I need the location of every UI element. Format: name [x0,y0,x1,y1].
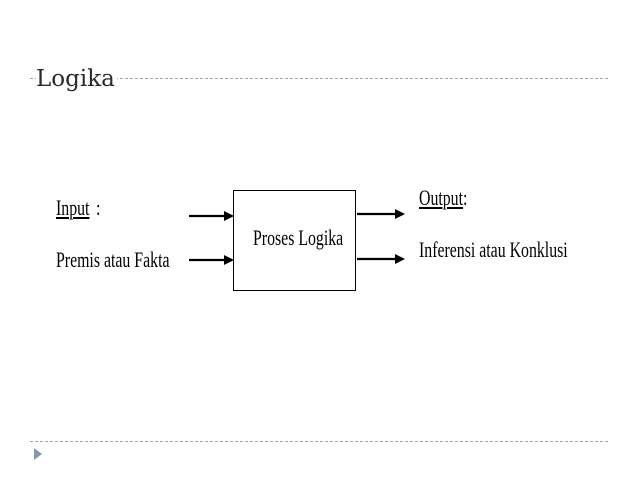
input-colon: : [96,195,101,220]
output-heading: Output [419,185,464,210]
output-colon: : [463,185,468,210]
process-box [233,190,356,291]
bottom-divider [30,441,608,442]
triangle-right-icon [34,448,42,460]
input-heading: Input [56,195,90,220]
input-body: Premis atau Fakta [56,247,170,272]
top-divider [30,78,608,79]
process-label: Proses Logika [253,225,344,250]
output-body: Inferensi atau Konklusi [419,237,568,262]
slide-title: Logika [36,64,117,94]
